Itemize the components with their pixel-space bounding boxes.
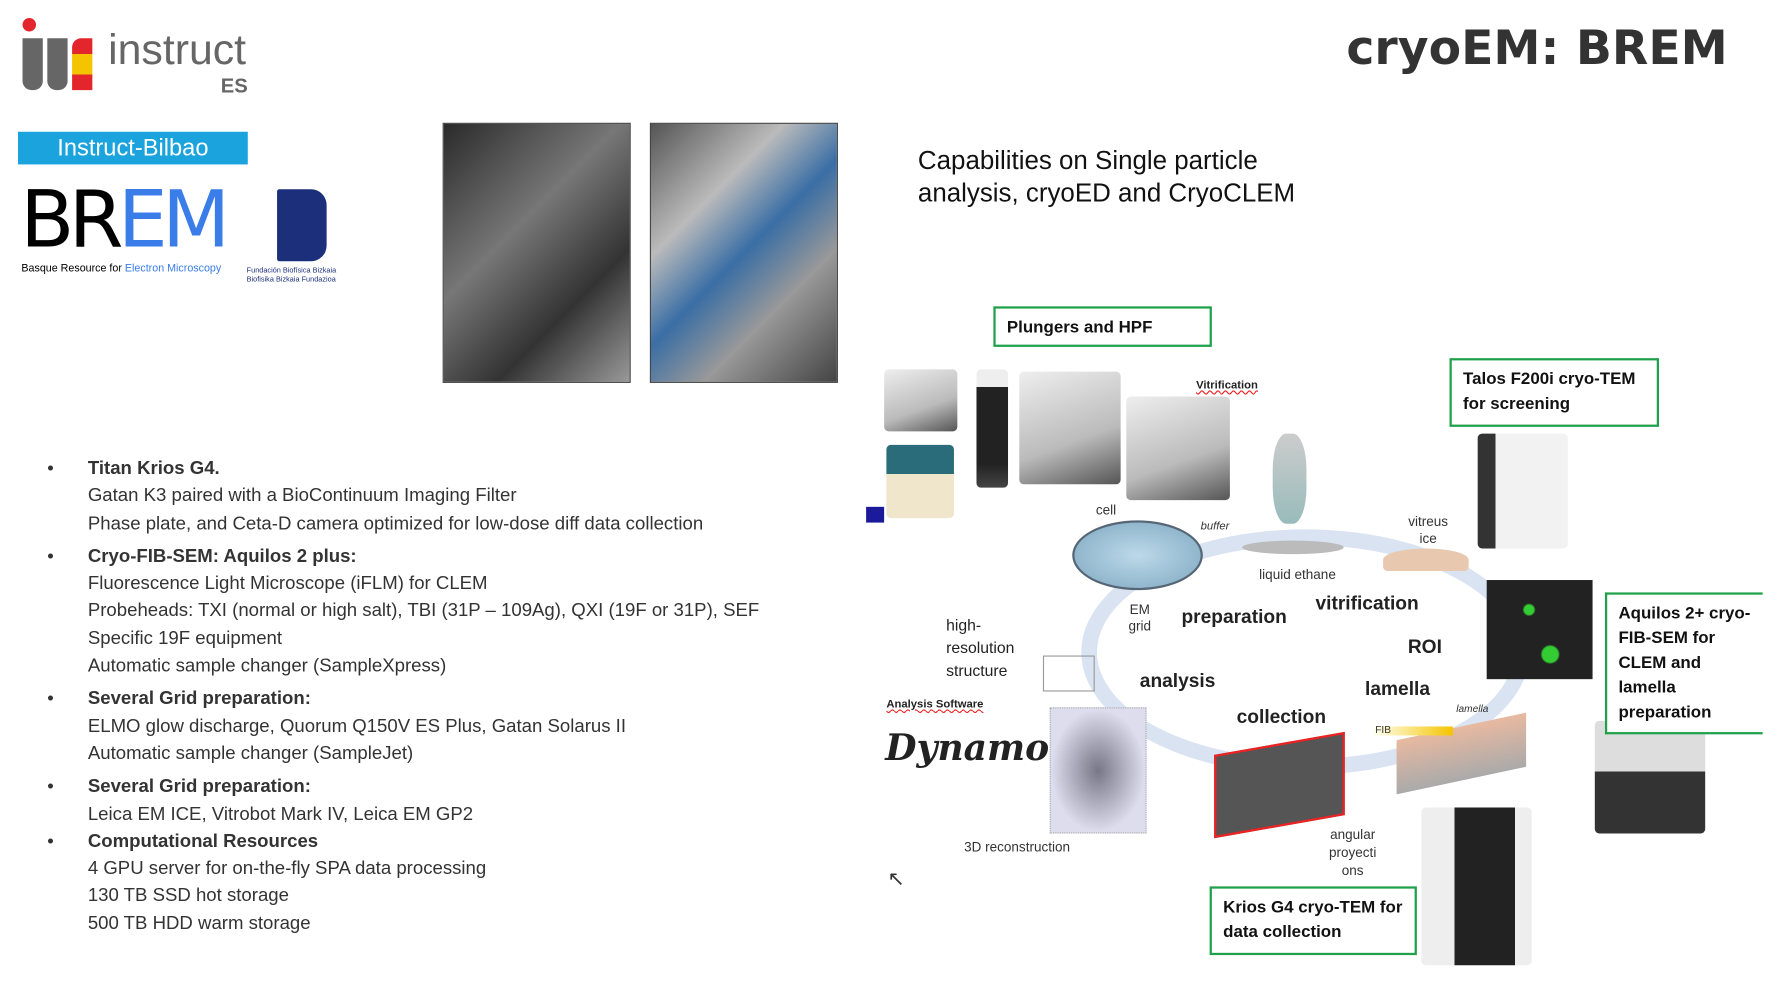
lamella-caption: lamella [1456,702,1489,715]
krios-box: Krios G4 cryo-TEM for data collection [1209,886,1417,956]
list-item-line: Fluorescence Light Microscope (iFLM) for… [87,573,488,594]
logo-text: instruct [108,27,247,75]
aquilos-box: Aquilos 2+ cryo-FIB-SEM for CLEM and lam… [1604,592,1763,735]
list-item: Titan Krios G4. Gatan K3 paired with a Bi… [45,455,833,537]
list-item-heading: Titan Krios G4. [87,458,220,479]
hpf-image [1126,396,1230,501]
vitreous-ice-image [1383,548,1469,572]
list-item: Cryo-FIB-SEM: Aquilos 2 plus: Fluorescenc… [45,543,833,680]
logo-bar-icon [47,38,68,91]
small-logo-icon [866,506,885,523]
collection-label: collection [1236,706,1327,728]
angular-projections-label: angular proyecti ons [1328,826,1377,879]
structure-box-image [1042,655,1095,692]
buffer-label: buffer [1200,520,1230,533]
ethane-cup-image [1242,540,1344,555]
list-item-heading: Several Grid preparation: [87,776,311,797]
reconstruction-label: 3D reconstruction [964,839,1071,855]
list-item-heading: Cryo-FIB-SEM: Aquilos 2 plus: [87,546,357,567]
brem-subtitle: Basque Resource for Electron Microscopy [21,262,221,274]
list-item-line: Automatic sample changer (SampleXpress) [87,655,447,676]
fbb-logo-text: Fundación Biofísica Bizkaia Biofisika Bi… [246,266,337,284]
fbb-logo-icon [277,189,327,262]
brem-sub-a: Basque Resource for [21,262,125,275]
list-item-line: ELMO glow discharge, Quorum Q150V ES Plu… [87,715,627,737]
roi-label: ROI [1407,636,1442,658]
em-grid-label: EM grid [1128,601,1152,635]
equipment-list: Titan Krios G4. Gatan K3 paired with a Bi… [45,455,833,943]
list-item-line: Leica EM ICE, Vitrobot Mark IV, Leica EM… [87,803,474,824]
liquid-ethane-label: liquid ethane [1259,566,1336,583]
brem-b: BR [20,173,123,266]
list-item: Computational Resources 4 GPU server for … [45,828,833,937]
talos-box: Talos F200i cryo-TEM for screening [1449,358,1660,427]
microscope-photo [442,122,631,383]
list-item-line: Probeheads: TXI (normal or high salt), T… [87,600,760,622]
logo-sub: ES [220,74,248,97]
coater-device-image [886,444,954,519]
list-item-line: Gatan K3 paired with a BioContinuum Imag… [87,485,517,507]
lamella-label: lamella [1365,678,1430,700]
plungers-hpf-box: Plungers and HPF [993,306,1212,347]
analysis-software-label: Analysis Software [886,698,984,711]
vitrification-label: vitrification [1315,592,1419,614]
vitreous-ice-label: vitreus ice [1408,513,1449,547]
reconstruction-volume-image [1049,707,1147,834]
list-item: Several Grid preparation: Leica EM ICE, V… [45,773,833,828]
capabilities-heading: Capabilities on Single particle analysis… [917,145,1296,208]
brem-sub-b: Electron Microscopy [124,262,222,275]
list-item: Several Grid preparation: ELMO glow disch… [45,685,833,767]
dynamo-logo: Dynamo [885,726,1050,770]
logo-bar-icon [22,38,43,91]
preparation-label: preparation [1181,605,1287,628]
vitrobot-image [1019,371,1121,485]
vitrification-caption: Vitrification [1196,379,1258,392]
analysis-label: analysis [1139,670,1216,692]
list-item-line: Phase plate, and Ceta-D camera optimized… [87,513,704,534]
talos-image [1477,433,1568,549]
plunge-grid-image [1272,433,1307,524]
brem-logo: BREM [20,180,230,259]
mouse-cursor-icon: ↖ [887,867,905,890]
list-item-heading: Computational Resources [87,831,319,852]
plunger-image [976,369,1009,488]
list-item-line: 4 GPU server for on-the-fly SPA data pro… [87,858,487,879]
glow-discharge-device-image [884,369,958,432]
list-item-line: 500 TB HDD warm storage [87,913,311,934]
fib-label: FIB [1375,724,1391,736]
list-item-line: Specific 19F equipment [87,628,283,649]
aquilos-image [1594,720,1706,834]
microscope-detail-photo [649,122,838,383]
brem-e: EM [117,173,230,266]
em-grid-image [1072,520,1203,591]
fib-beam-icon [1374,726,1453,736]
page-title: cryoEM: BREM [1346,20,1728,76]
logo-dot-icon [22,18,37,32]
list-item-heading: Several Grid preparation: [87,688,311,709]
fluorescence-roi-image [1486,580,1593,680]
krios-image [1421,807,1532,966]
logo-flag-icon [72,38,93,91]
list-item-line: 130 TB SSD hot storage [87,885,289,907]
instruct-bilbao-label: Instruct-Bilbao [18,131,248,165]
high-res-structure-label: high-resolution structure [946,616,1015,680]
list-item-line: Automatic sample changer (SampleJet) [87,743,414,764]
cell-label: cell [1095,502,1117,519]
